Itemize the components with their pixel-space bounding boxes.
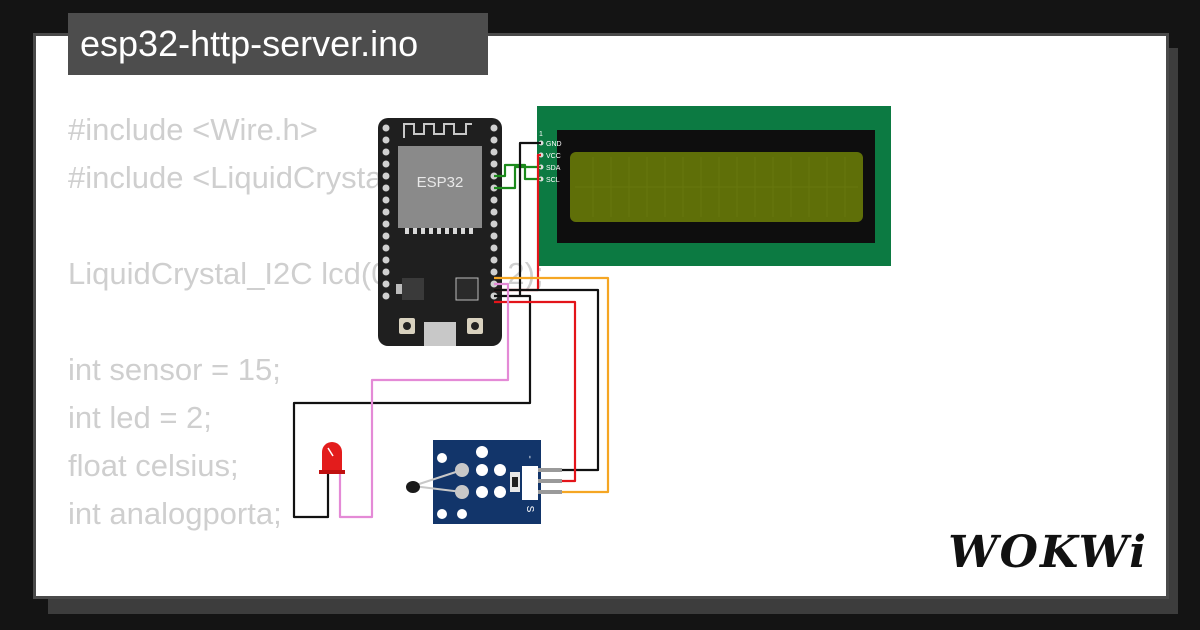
sensor-pin-label: - — [524, 455, 535, 458]
wire-led-signal[interactable] — [338, 282, 510, 519]
antenna-trace-icon — [403, 123, 472, 138]
thermistor-bead — [406, 481, 420, 493]
lcd-pin-label: SCL — [546, 177, 560, 184]
sensor-pins[interactable] — [538, 468, 562, 494]
wire-sensor-signal[interactable] — [494, 276, 610, 494]
wires — [292, 141, 610, 519]
wire-gnd-lcd[interactable] — [518, 141, 541, 296]
esp32-board[interactable]: ESP32 — [378, 118, 502, 346]
mount-hole — [494, 464, 506, 476]
mount-hole — [476, 486, 488, 498]
code-line: int sensor = 15; — [68, 352, 281, 387]
mount-hole — [494, 486, 506, 498]
temperature-sensor-module[interactable]: - S — [406, 440, 562, 524]
sensor-header-block — [522, 466, 538, 500]
lcd-character-grid — [575, 157, 858, 217]
mount-hole — [457, 509, 467, 519]
code-line: float celsius; — [68, 448, 239, 483]
esp32-module-shield — [398, 146, 482, 228]
regulator-tab — [396, 284, 402, 294]
mount-hole — [476, 464, 488, 476]
wokwi-logo: WOKWi — [948, 527, 1148, 578]
led-reflection — [327, 447, 334, 457]
led-rim — [319, 470, 345, 474]
red-led[interactable] — [319, 442, 345, 474]
led-bulb — [322, 442, 342, 470]
mount-hole — [437, 509, 447, 519]
code-line: #include <Wire.h> — [68, 112, 318, 147]
wire-sensor-gnd[interactable] — [494, 288, 600, 472]
code-line: int analogporta; — [68, 496, 282, 531]
lcd-display[interactable]: 1 GND VCC SDA SCL — [537, 106, 891, 266]
code-line: int led = 2; — [68, 400, 212, 435]
lcd-pin-number: 1 — [539, 131, 543, 138]
esp32-label: ESP32 — [417, 174, 464, 191]
wire-gnd-led[interactable] — [292, 294, 532, 519]
esp32-left-header[interactable] — [382, 124, 390, 300]
sensor-pin-label: S — [524, 506, 535, 513]
esp32-right-header[interactable] — [490, 124, 498, 300]
mount-hole — [476, 446, 488, 458]
resistor-body — [512, 477, 518, 487]
project-title: esp32-http-server.ino — [68, 13, 488, 75]
wire-scl[interactable] — [494, 163, 541, 181]
usb-port — [424, 322, 456, 346]
wire-sda[interactable] — [494, 165, 541, 190]
thermistor-leads — [412, 469, 463, 493]
usb-serial-chip — [455, 277, 479, 301]
lcd-pin-label: GND — [546, 141, 562, 148]
mount-hole — [437, 453, 447, 463]
code-line: void setup() { — [68, 586, 544, 596]
voltage-regulator — [402, 278, 424, 300]
boot-button-cap — [471, 322, 479, 330]
lcd-pin-label: SDA — [546, 165, 561, 172]
en-button-cap — [403, 322, 411, 330]
lcd-pin-label: VCC — [546, 153, 561, 160]
esp32-castellated-pads — [405, 228, 473, 234]
